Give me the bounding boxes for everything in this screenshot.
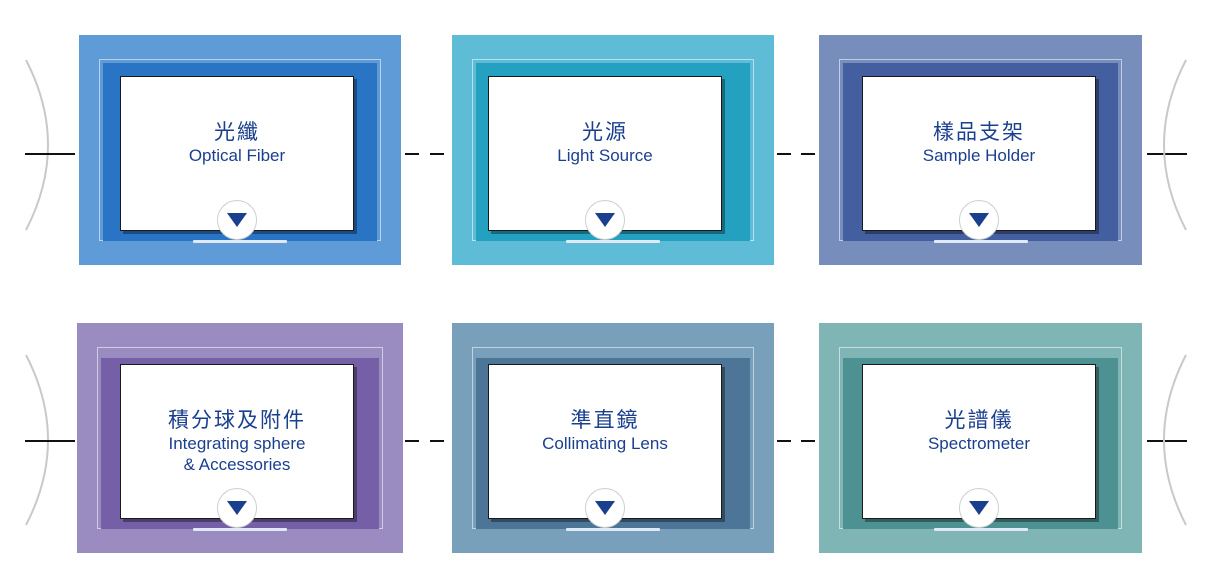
card-strip [933,528,1028,531]
expand-button[interactable] [217,488,257,528]
triangle-down-icon [969,501,989,515]
expand-button[interactable] [585,488,625,528]
triangle-down-icon [595,501,615,515]
connector-dash-row2-a1 [405,440,419,442]
connector-dash-row2-a2 [430,440,444,442]
card-title-en: Integrating sphere [168,434,306,453]
card-title-zh: 光譜儀 [944,408,1014,432]
card-strip [193,528,287,531]
card-panel: 樣品支架 Sample Holder [862,76,1096,240]
card-title-zh: 光纖 [214,120,260,144]
card-panel: 準直鏡 Collimating Lens [488,364,722,528]
triangle-down-icon [595,213,615,227]
card-title-en: Collimating Lens [542,434,668,453]
card-title-en: Light Source [557,146,653,165]
arc-right-row2 [1163,354,1187,526]
connector-solid-row1-right [1147,153,1187,155]
triangle-down-icon [227,213,247,227]
expand-button[interactable] [959,488,999,528]
connector-dash-row1-b1 [777,153,791,155]
connector-dash-row1-a2 [430,153,444,155]
card-panel: 光纖 Optical Fiber [120,76,354,240]
connector-dash-row2-b2 [801,440,815,442]
connector-dash-row2-b1 [777,440,791,442]
card-strip [566,240,660,243]
card-strip [933,240,1028,243]
card-panel: 光源 Light Source [488,76,722,240]
card-title-zh: 積分球及附件 [168,408,306,432]
card-panel: 積分球及附件 Integrating sphere & Accessories [120,364,354,528]
card-strip [566,528,660,531]
connector-solid-row2-right [1147,440,1187,442]
card-optical-fiber[interactable]: 光纖 Optical Fiber [79,35,401,265]
arc-left-row1 [25,59,49,231]
connector-solid-row2-left [25,440,75,442]
triangle-down-icon [227,501,247,515]
card-strip [193,240,287,243]
card-title-en-line2: & Accessories [183,455,291,474]
expand-button[interactable] [959,200,999,240]
connector-dash-row1-a1 [405,153,419,155]
triangle-down-icon [969,213,989,227]
expand-button[interactable] [217,200,257,240]
card-panel: 光譜儀 Spectrometer [862,364,1096,528]
card-light-source[interactable]: 光源 Light Source [452,35,774,265]
card-title-en: Optical Fiber [188,146,286,165]
card-spectrometer[interactable]: 光譜儀 Spectrometer [819,323,1142,553]
card-title-zh: 樣品支架 [933,120,1025,144]
card-integrating-sphere[interactable]: 積分球及附件 Integrating sphere & Accessories [77,323,403,553]
card-title-zh: 準直鏡 [570,408,640,432]
expand-button[interactable] [585,200,625,240]
connector-dash-row1-b2 [801,153,815,155]
card-collimating-lens[interactable]: 準直鏡 Collimating Lens [452,323,774,553]
card-title-zh: 光源 [582,120,628,144]
card-title-en: Spectrometer [927,434,1031,453]
arc-right-row1 [1163,59,1187,231]
card-sample-holder[interactable]: 樣品支架 Sample Holder [819,35,1142,265]
card-title-en: Sample Holder [922,146,1036,165]
connector-solid-row1-left [25,153,75,155]
